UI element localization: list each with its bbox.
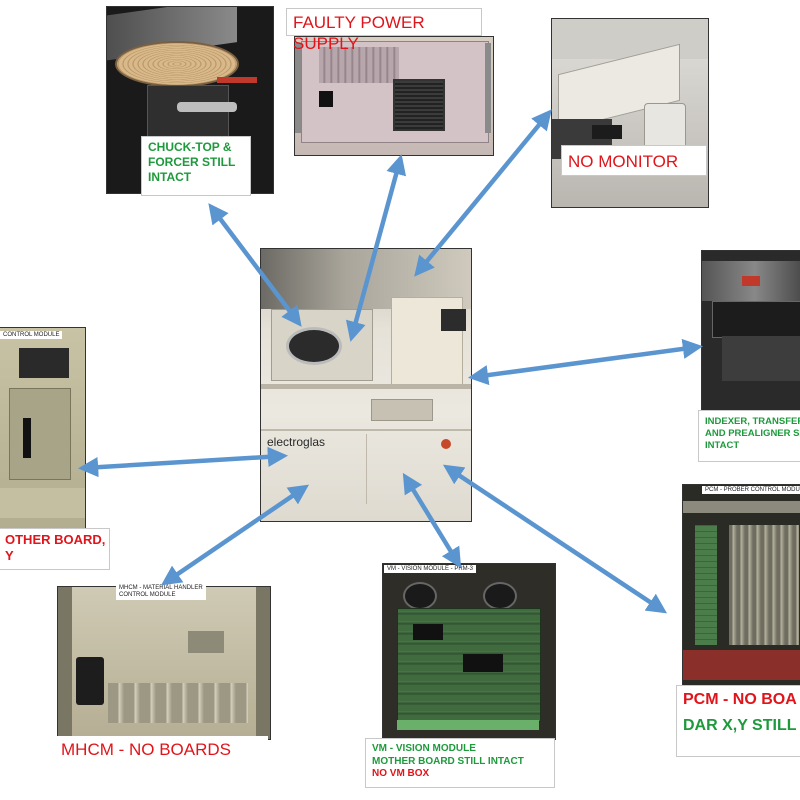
- mhcm-tag: MHCM - MATERIAL HANDLER CONTROL MODULE: [116, 584, 206, 601]
- indexer-photo: [701, 250, 800, 412]
- monitor-caption: NO MONITOR: [561, 145, 707, 176]
- power-supply-caption: FAULTY POWER SUPPLY: [286, 8, 482, 53]
- mhcm-photo: [57, 586, 271, 740]
- left-module-tag: CONTROL MODULE: [0, 331, 63, 339]
- pcm-tag: PCM - PROBER CONTROL MODULE: [702, 486, 800, 494]
- brand-label: electroglas: [267, 435, 326, 449]
- vision-module-caption: VM - VISION MODULE MOTHER BOARD STILL IN…: [365, 738, 555, 788]
- indexer-caption: INDEXER, TRANSFER AND PREALIGNER S INTAC…: [698, 410, 800, 462]
- arrow-left-module: [77, 446, 289, 478]
- left-module-photo: [0, 327, 86, 531]
- monitor-mount-photo: [551, 18, 709, 208]
- vision-module-photo: [382, 563, 556, 740]
- fan-grille: [393, 79, 445, 131]
- vision-module-tag: VM - VISION MODULE - PRM-3: [384, 565, 477, 573]
- pcm-caption: PCM - NO BOA DAR X,Y STILL I: [676, 685, 800, 757]
- pcm-photo: [682, 484, 800, 687]
- arrow-indexer: [467, 338, 704, 386]
- prober-machine-photo: electroglas: [260, 248, 472, 522]
- mhcm-caption: MHCM - NO BOARDS: [56, 736, 268, 764]
- chuck-top-caption: CHUCK-TOP & FORCER STILL INTACT: [141, 136, 251, 196]
- left-module-caption: OTHER BOARD, Y: [0, 528, 110, 570]
- chuck-opening: [286, 327, 342, 365]
